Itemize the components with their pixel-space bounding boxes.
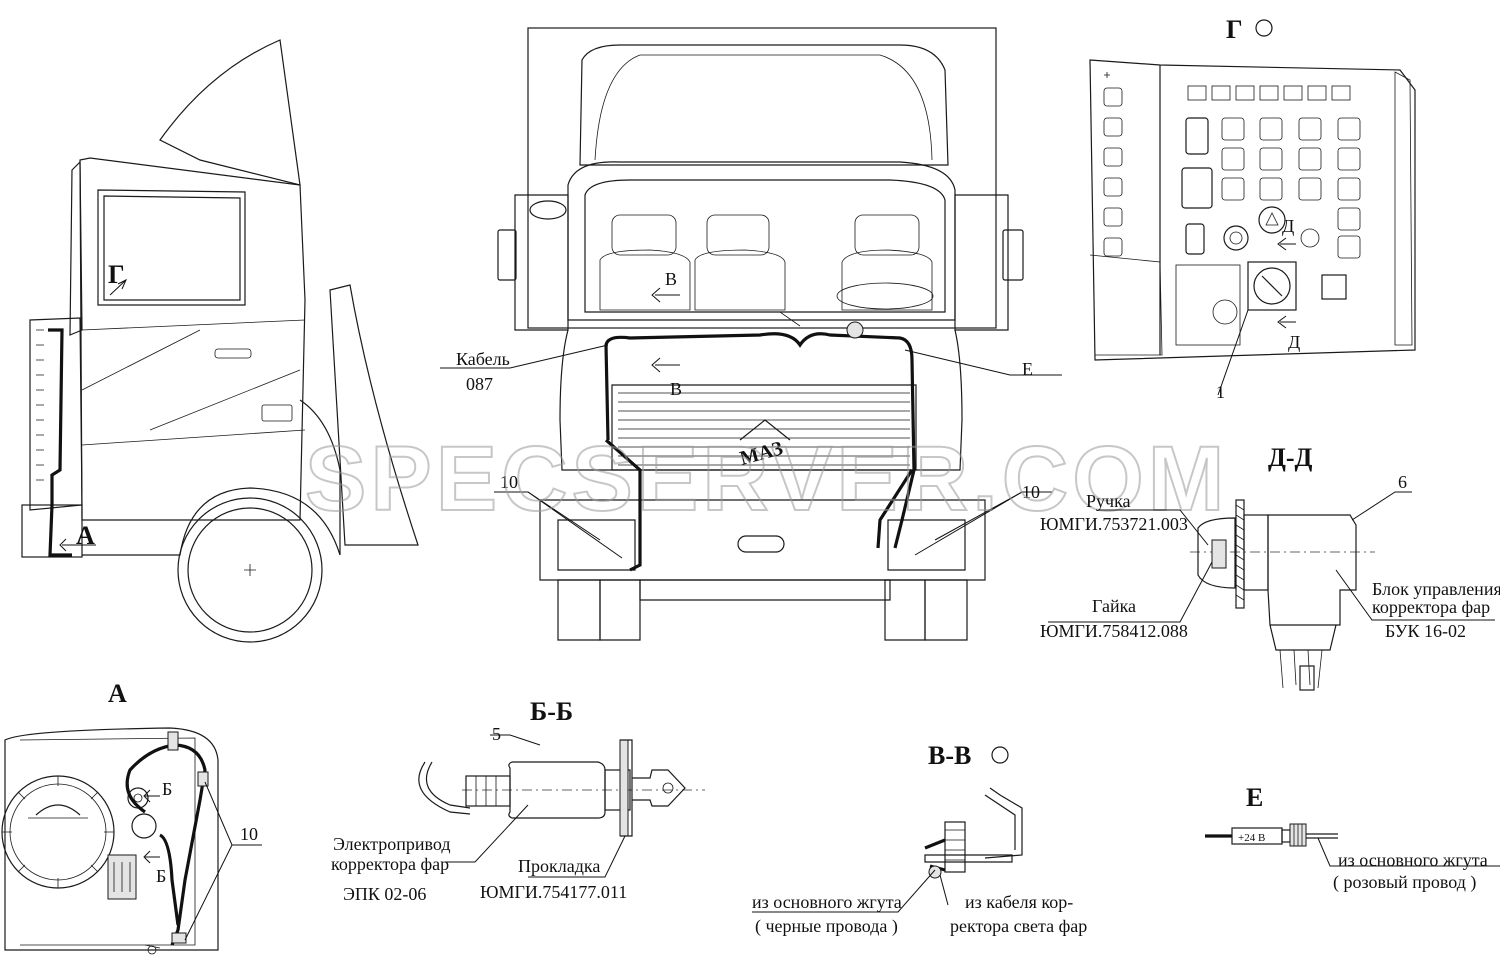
label-e-main-2: ( розовый провод ): [1333, 872, 1476, 893]
marker-e: Е: [1022, 359, 1033, 379]
callout-10-right: 10: [1022, 482, 1040, 502]
label-block-3: БУК 16-02: [1385, 621, 1466, 641]
section-vv-title: В-В: [928, 741, 971, 770]
marker-d-top: Д: [1282, 216, 1294, 236]
view-a-title: А: [108, 679, 127, 708]
section-vv-drawing: [752, 787, 1023, 913]
view-e-title: Е: [1246, 783, 1263, 812]
marker-b-bottom: Б: [156, 866, 166, 886]
view-e-drawing: [1205, 823, 1500, 867]
label-e-main-1: из основного жгута: [1338, 850, 1488, 870]
label-drive-1: Электропривод: [333, 834, 451, 854]
label-vv-cable-2: ректора света фар: [950, 916, 1087, 936]
label-vv-main-1: из основного жгута: [752, 892, 902, 912]
label-handle-2: ЮМГИ.753721.003: [1040, 514, 1188, 534]
dashboard-key: [1103, 147, 1123, 167]
label-vv-main-2: ( черные провода ): [755, 916, 898, 937]
section-bb-drawing: [418, 734, 705, 878]
label-cable-2: 087: [466, 374, 493, 394]
label-drive-3: ЭПК 02-06: [343, 884, 426, 904]
label-nut-2: ЮМГИ.758412.088: [1040, 621, 1188, 641]
callout-10-view-a: 10: [240, 824, 258, 844]
dashboard-key: [1103, 87, 1123, 107]
label-gasket-1: Прокладка: [518, 856, 600, 876]
callout-10-left: 10: [500, 472, 518, 492]
section-dd-title: Д-Д: [1268, 443, 1313, 472]
label-cable-1: Кабель: [456, 349, 510, 369]
label-drive-2: корректора фар: [331, 854, 449, 874]
section-dd-drawing: [1048, 491, 1495, 691]
rotation-icon-vv: [991, 746, 1009, 764]
truck-front-view: [440, 27, 1062, 641]
marker-d-bottom: Д: [1288, 332, 1300, 352]
label-nut-1: Гайка: [1092, 596, 1136, 616]
label-handle-1: Ручка: [1086, 491, 1131, 511]
marker-v-bottom: В: [670, 379, 682, 399]
dashboard-key: [1103, 237, 1123, 257]
view-a-drawing: [1, 727, 262, 955]
marker-g: Г: [108, 260, 125, 289]
watermark: SPECSERVER.COM: [305, 428, 1228, 530]
section-bb-title: Б-Б: [530, 697, 573, 726]
dashboard-key: [1103, 177, 1123, 197]
cab-side-view: [21, 39, 419, 643]
view-g-title: Г: [1226, 15, 1243, 44]
marker-a: А: [76, 521, 95, 550]
label-vv-cable-1: из кабеля кор-: [965, 892, 1073, 912]
label-gasket-2: ЮМГИ.754177.011: [480, 882, 627, 902]
callout-5: 5: [492, 724, 501, 744]
dashboard-panel: [1089, 59, 1416, 396]
label-plus-24v: +24 В: [1238, 832, 1265, 844]
rotation-icon: [1255, 19, 1273, 37]
dashboard-key: [1103, 207, 1123, 227]
label-block-2: корректора фар: [1372, 597, 1490, 617]
marker-v-top: В: [665, 269, 677, 289]
label-block-1: Блок управления: [1372, 579, 1500, 599]
dashboard-key: [1103, 117, 1123, 137]
callout-6: 6: [1398, 472, 1407, 492]
marker-b-top: Б: [162, 779, 172, 799]
callout-1: 1: [1216, 382, 1225, 402]
